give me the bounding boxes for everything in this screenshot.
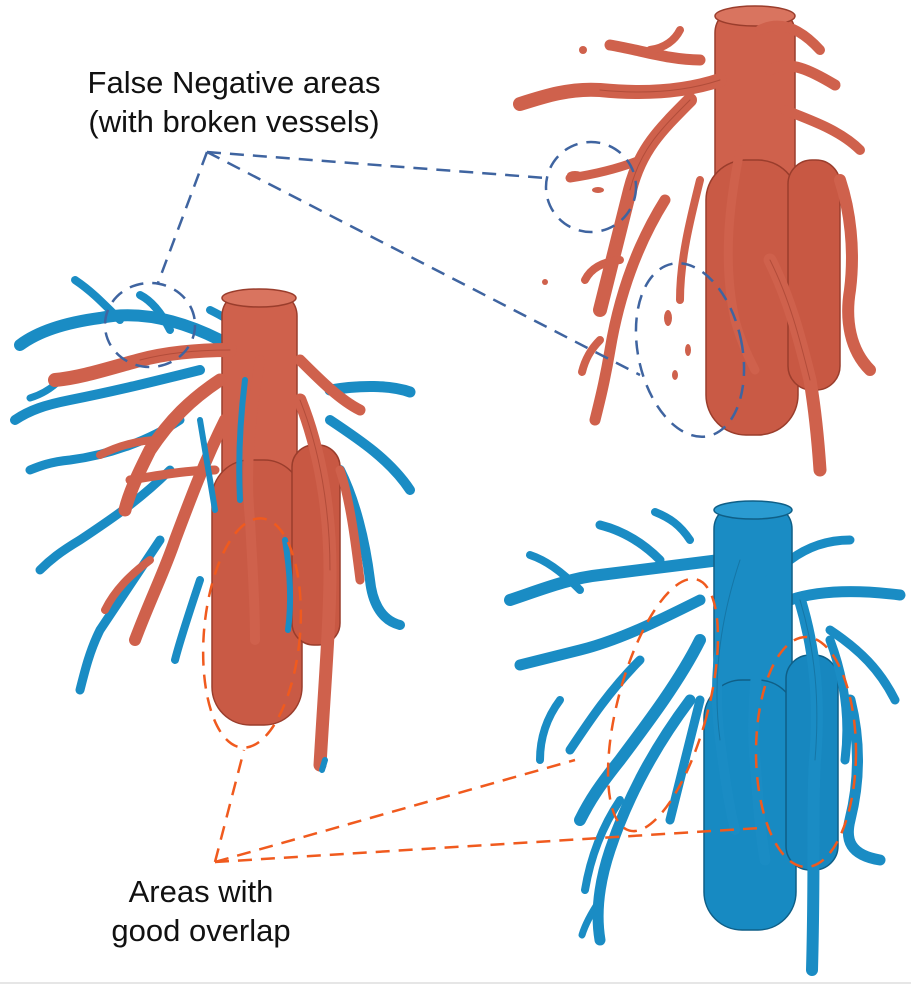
good-overlap-callouts bbox=[201, 517, 858, 869]
callout-line-6 bbox=[214, 826, 761, 864]
false-negative-label-line1: False Negative areas bbox=[88, 65, 381, 100]
false-negative-label-line2: (with broken vessels) bbox=[88, 104, 379, 139]
callout-line-4 bbox=[213, 749, 246, 863]
ground-truth-render bbox=[504, 500, 906, 976]
callout-line-3 bbox=[206, 150, 641, 377]
callout-line-5 bbox=[214, 758, 576, 864]
callout-ellipse-gt-left bbox=[606, 577, 720, 833]
overlay-render bbox=[10, 276, 416, 773]
callout-line-1 bbox=[156, 151, 209, 284]
callout-ellipse-gt-right bbox=[754, 635, 858, 869]
false-negative-callouts bbox=[103, 140, 746, 439]
good-overlap-label-line2: good overlap bbox=[111, 913, 290, 948]
callout-ellipse-overlay bbox=[201, 517, 303, 749]
good-overlap-label-line1: Areas with bbox=[129, 874, 274, 909]
callout-ellipse-pred-lower bbox=[634, 261, 746, 439]
callout-circle-pred-left bbox=[544, 140, 638, 234]
callout-circle-overlay-top bbox=[103, 281, 197, 369]
callout-line-2 bbox=[206, 150, 547, 180]
prediction-render bbox=[513, 5, 876, 477]
